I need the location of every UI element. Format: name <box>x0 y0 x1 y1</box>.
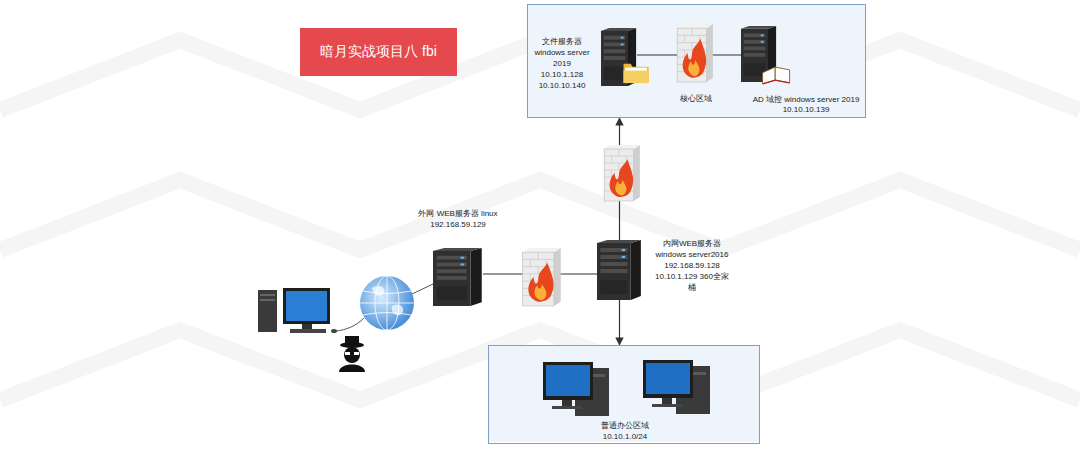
node-label: 普通办公区域 10.10.1.0/24 <box>595 420 655 442</box>
server-graphic <box>741 26 777 82</box>
core-zone-panel: 核心区域 文件服务器 windows server 2019 10.10.1.12… <box>527 4 866 118</box>
node-label: 内网WEB服务器 windows server2016 192.168.59.1… <box>652 238 732 293</box>
node-label: AD 域控 windows server 2019 10.10.10.139 <box>750 95 862 115</box>
node-label: 核心区域 <box>674 93 718 104</box>
node-label: 外网 WEB服务器 linux 192.168.59.129 <box>416 208 500 230</box>
office-zone-panel: 普通办公区域 10.10.1.0/24 <box>488 345 760 444</box>
internal-web-server: 内网WEB服务器 windows server2016 192.168.59.1… <box>595 236 740 306</box>
core-zone-fill <box>527 4 866 118</box>
server-graphic <box>597 240 642 300</box>
server-icon <box>741 26 777 82</box>
office-computer <box>543 362 609 416</box>
file-server: 文件服务器 windows server 2019 10.10.1.128 10… <box>533 25 643 93</box>
title-text: 暗月实战项目八 fbi <box>320 43 437 61</box>
external-web-server: 外网 WEB服务器 linux 192.168.59.129 <box>410 208 506 308</box>
folder-icon <box>624 64 649 83</box>
server-icon <box>601 28 637 86</box>
connector-line <box>619 300 620 345</box>
office-computer <box>643 360 710 414</box>
book-icon <box>763 67 790 84</box>
node-label: 文件服务器 windows server 2019 10.10.1.128 10… <box>533 36 591 91</box>
attacker-pc <box>258 288 337 333</box>
office-zone-fill <box>488 345 760 442</box>
hacker-figure <box>339 336 365 372</box>
firewall-icon <box>604 145 640 201</box>
server-graphic <box>601 28 637 86</box>
server-body <box>433 248 482 306</box>
firewall-icon <box>523 248 561 306</box>
domain-controller: AD 域控 windows server 2019 10.10.10.139 <box>738 23 864 117</box>
server-graphic <box>433 248 483 306</box>
firewall-icon <box>677 24 713 82</box>
internet-globe <box>360 276 414 330</box>
server-body <box>597 240 641 300</box>
server-icon <box>433 248 483 306</box>
title-banner: 暗月实战项目八 fbi <box>300 28 457 76</box>
server-icon <box>597 240 642 300</box>
